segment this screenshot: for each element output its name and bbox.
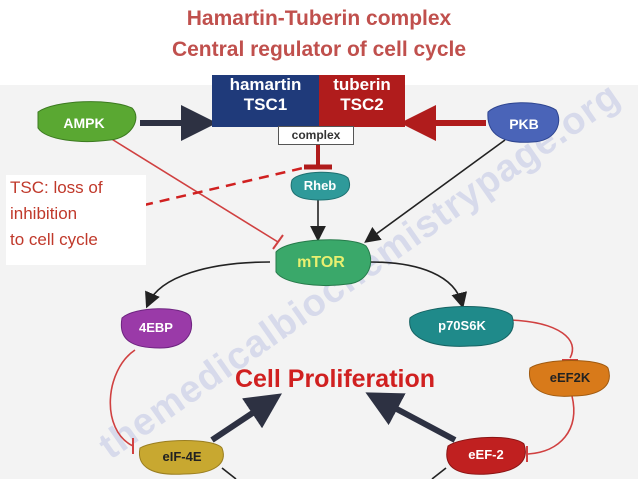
mtor-to-4ebp-arrow — [145, 261, 271, 309]
rheb-node: Rheb — [290, 171, 350, 201]
tsc-note-line-2: inhibition — [10, 204, 78, 223]
tsc2-top-label: tuberin — [333, 75, 391, 94]
pkb-node: PKB — [487, 102, 560, 143]
tsc-note-line-1: TSC: loss of — [10, 178, 103, 197]
title-line-2: Central regulator of cell cycle — [171, 38, 467, 61]
rheb-label: Rheb — [304, 178, 337, 193]
eef2-node: eEF-2 — [446, 437, 526, 475]
p70s6k-inhibits-eef2k-line — [509, 319, 574, 359]
eef2-to-proliferation-arrow — [365, 392, 457, 443]
eef2-lower-line — [431, 467, 447, 479]
complex-label: complex — [278, 126, 354, 145]
tsc-note-line-3: to cell cycle — [10, 230, 98, 249]
mtor-node: mTOR — [275, 239, 371, 286]
pkb-label: PKB — [509, 116, 539, 132]
4ebp-inhibits-eif4e-line — [109, 349, 136, 447]
eif4e-lower-line — [221, 467, 237, 479]
mtor-to-p70s6k-arrow — [369, 261, 468, 309]
eef2k-inhibits-eef2-line — [527, 395, 575, 455]
pkb-to-mtor-arrow — [364, 139, 506, 243]
ampk-inhibits-mtor-line — [109, 137, 279, 243]
mtor-label: mTOR — [297, 254, 345, 271]
4ebp-label: 4EBP — [139, 320, 173, 335]
tsc2-tuberin-box: tuberin TSC2 — [319, 75, 405, 127]
tsc1-top-label: hamartin — [229, 75, 302, 94]
eef2-label: eEF-2 — [468, 447, 503, 462]
ampk-node: AMPK — [37, 101, 137, 142]
eif4e-to-proliferation-arrow — [210, 393, 282, 443]
tsc2-bottom-label: TSC2 — [340, 95, 384, 114]
p70s6k-label: p70S6K — [438, 318, 486, 333]
tsc1-bottom-label: TSC1 — [243, 95, 288, 114]
eif4e-node: eIF-4E — [138, 440, 224, 475]
tsc1-hamartin-box: hamartin TSC1 — [212, 75, 319, 127]
title-line-1: Hamartin-Tuberin complex — [186, 7, 452, 30]
tsc-note: TSC: loss of inhibition to cell cycle — [6, 175, 146, 265]
cell-proliferation-label: Cell Proliferation — [234, 365, 436, 393]
eef2k-node: eEF2K — [529, 360, 610, 397]
ampk-inhibits-mtor-bar — [272, 234, 284, 250]
eef2k-label: eEF2K — [550, 370, 591, 385]
p70s6k-node: p70S6K — [409, 305, 514, 347]
4ebp-node: 4EBP — [120, 308, 192, 349]
ampk-label: AMPK — [63, 115, 104, 131]
eif4e-label: eIF-4E — [162, 449, 201, 464]
